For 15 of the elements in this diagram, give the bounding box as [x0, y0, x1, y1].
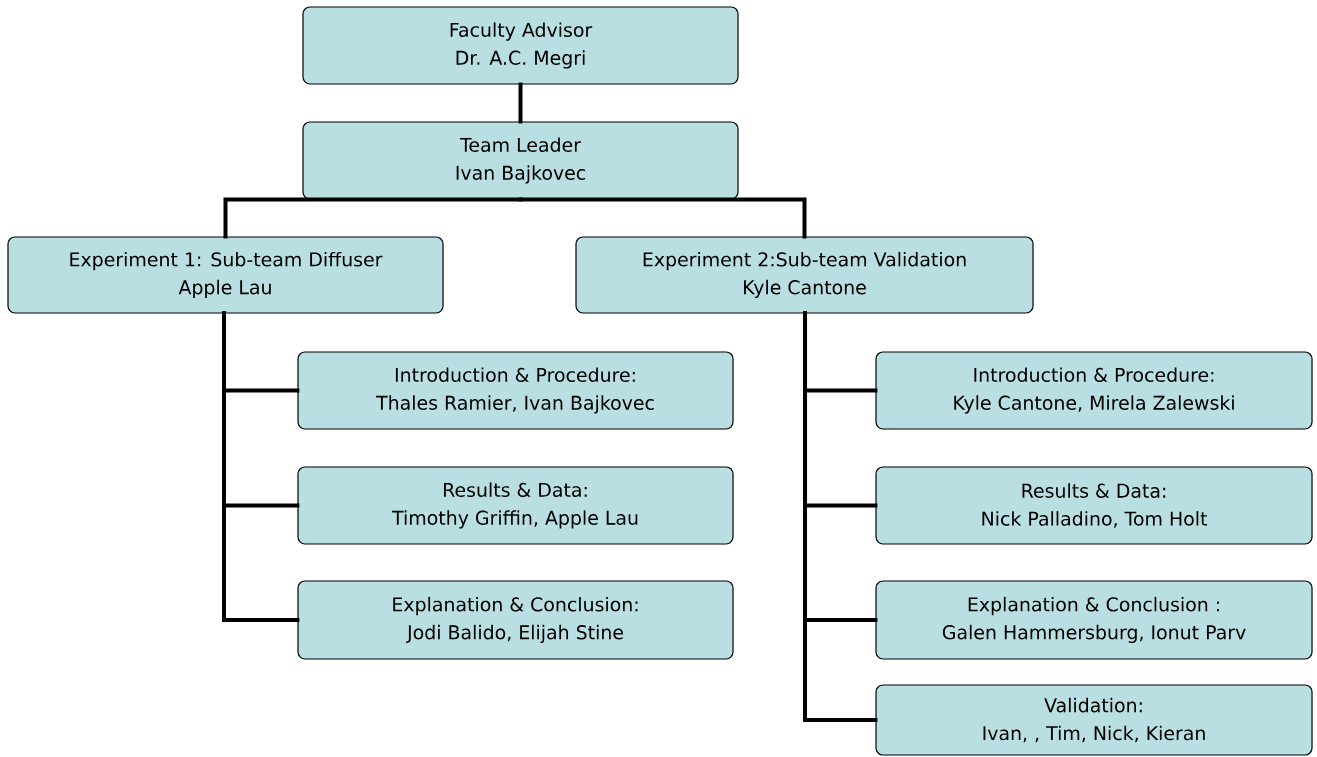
org-box: Experiment 2:Sub-team Validation Kyle Cantone	[575, 236, 1034, 314]
org-box: Team Leader Ivan Bajkovec	[302, 121, 739, 200]
org-box: Faculty Advisor Dr. A.C. Megri	[302, 6, 739, 85]
connector-line	[518, 197, 807, 239]
org-box: Results & Data: Nick Palladino, Tom Holt	[875, 466, 1313, 545]
connector-line	[222, 311, 300, 622]
org-box: Experiment 1: Sub-team Diffuser Apple Lau	[7, 236, 444, 314]
org-box: Explanation & Conclusion : Galen Hammersburg, Ionut Parv	[875, 580, 1313, 660]
org-box: Introduction & Procedure: Kyle Cantone, Mirela Zalewski	[875, 351, 1313, 430]
org-box: Explanation & Conclusion: Jodi Balido, Elijah Stine	[297, 580, 734, 660]
org-box: Results & Data: Timothy Griffin, Apple Lau	[297, 466, 734, 545]
connector-line	[803, 311, 878, 722]
connector-line	[518, 82, 523, 124]
org-box: Introduction & Procedure: Thales Ramier, Ivan Bajkovec	[297, 351, 734, 430]
org-box: Validation: Ivan, , Tim, Nick, Kieran	[875, 684, 1313, 756]
